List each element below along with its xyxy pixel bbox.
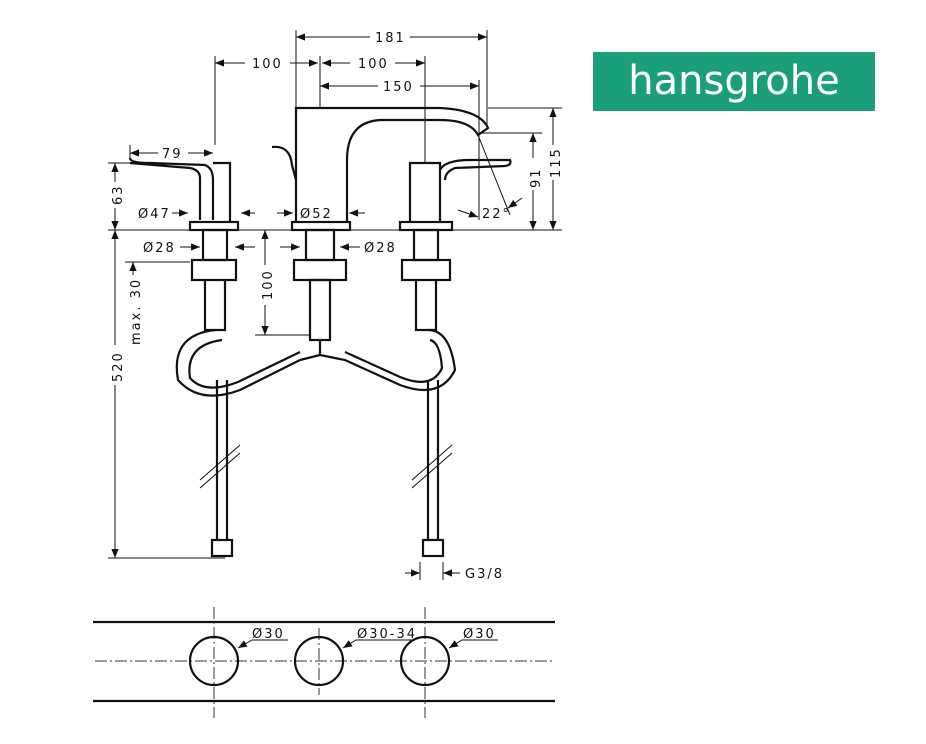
label-hole-center: Ø30-34 xyxy=(357,627,417,642)
dim-handle-base-dia: Ø47 xyxy=(138,207,171,222)
hole-left xyxy=(188,635,240,687)
dim-overall-width: 181 xyxy=(375,31,406,46)
label-hole-right: Ø30 xyxy=(463,627,496,642)
label-hole-left: Ø30 xyxy=(252,627,285,642)
hansgrohe-logo: hansgrohe xyxy=(593,52,875,111)
top-view: Ø30 Ø30-34 Ø30 xyxy=(93,607,555,718)
dim-handle-height: 63 xyxy=(111,184,126,205)
spout xyxy=(271,106,490,342)
dimension-lines xyxy=(111,33,557,580)
dim-outlet-height: 91 xyxy=(529,167,544,188)
dim-spout-base-dia: Ø52 xyxy=(300,207,333,222)
hole-right xyxy=(399,635,451,687)
dim-spout-height: 115 xyxy=(549,147,564,178)
hoses xyxy=(175,328,457,558)
dim-connection: G3/8 xyxy=(465,567,504,582)
left-handle-valve xyxy=(128,157,240,332)
right-handle-valve xyxy=(398,158,512,332)
dim-spout-reach: 150 xyxy=(383,80,414,95)
dim-spray-angle: 22° xyxy=(482,207,511,222)
side-dimension-labels: 181 100 100 150 79 63 115 91 22° Ø47 Ø52… xyxy=(111,31,564,582)
dim-right-shank-dia: Ø28 xyxy=(364,241,397,256)
dim-left-shank-dia: Ø28 xyxy=(143,241,176,256)
dim-total-length: 520 xyxy=(111,351,126,382)
extension-lines xyxy=(108,30,562,559)
dim-left-spacing: 100 xyxy=(252,57,283,72)
dim-handle-length: 79 xyxy=(162,147,183,162)
dim-right-spacing: 100 xyxy=(358,57,389,72)
hole-center xyxy=(293,635,345,687)
dim-max-deck: max. 30 xyxy=(129,278,144,345)
dim-shank-length: 100 xyxy=(261,269,276,300)
